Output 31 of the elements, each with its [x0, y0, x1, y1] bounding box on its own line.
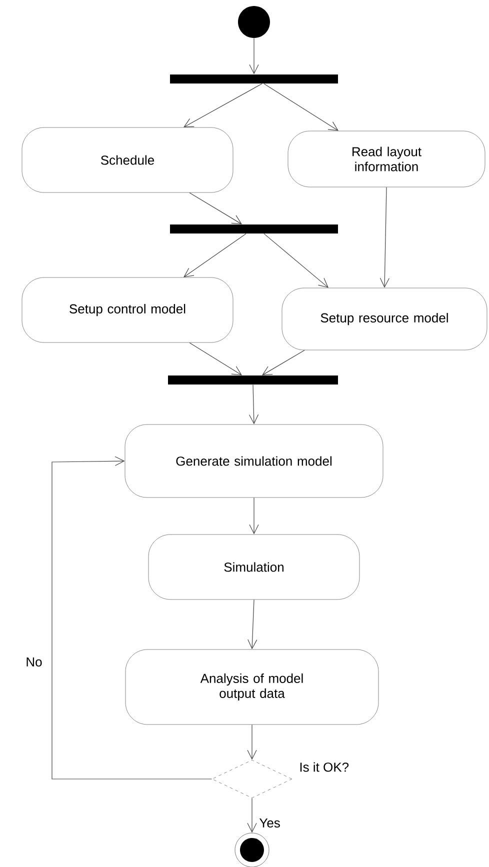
activity-box: Setup resource model — [282, 288, 488, 350]
arrow — [264, 83, 338, 131]
activity-box: Setup control model — [22, 277, 234, 343]
arrow — [249, 497, 259, 534]
sync-bar — [170, 224, 338, 234]
activity-box: Schedule — [22, 127, 234, 193]
arrow — [189, 192, 242, 224]
arrow — [262, 350, 305, 376]
activity-box: Simulation — [148, 534, 360, 600]
arrow — [380, 186, 390, 288]
node-caption: Is it OK? — [300, 762, 349, 772]
arrow — [248, 599, 258, 650]
edge-label: No — [24, 656, 44, 668]
arrow — [189, 342, 242, 376]
arrow — [249, 38, 259, 74]
arrow — [247, 798, 257, 833]
arrow — [247, 724, 257, 760]
arrow — [264, 233, 328, 288]
decision-diamond — [212, 760, 292, 798]
edge-label: Yes — [258, 817, 282, 829]
activity-box: Generate simulation model — [124, 424, 384, 498]
arrow — [52, 456, 212, 780]
activity-box: Read layout information — [288, 130, 486, 188]
end-node — [234, 832, 270, 867]
sync-bar — [168, 376, 338, 384]
arrow — [184, 233, 246, 278]
activity-box: Analysis of model output data — [125, 649, 379, 725]
start-node — [238, 6, 270, 38]
arrow — [184, 83, 262, 128]
sync-bar — [170, 74, 338, 84]
arrow — [248, 384, 259, 424]
